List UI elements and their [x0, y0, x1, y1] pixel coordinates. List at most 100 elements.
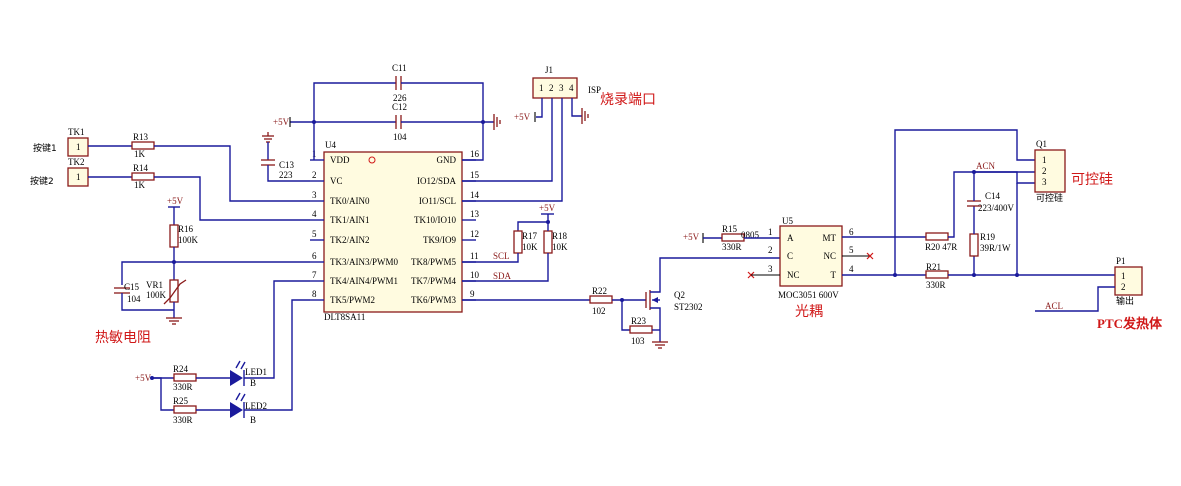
j1-pin-3: 3	[559, 83, 564, 93]
r15-package: 0805	[741, 230, 760, 240]
r14-ref: R14	[133, 163, 149, 173]
p1-pin-numbers: 12	[1121, 271, 1126, 292]
key2-label: 按键2	[30, 175, 54, 187]
u5-pin-1-name: A	[787, 233, 794, 243]
c13-value: 223	[279, 170, 293, 180]
u4-pin-3-number: 3	[312, 190, 317, 200]
r25-value: 330R	[173, 415, 193, 425]
q1-pin-3: 3	[1042, 177, 1047, 187]
j1-pin-4: 4	[569, 83, 574, 93]
q1-part: 可控硅	[1036, 192, 1063, 204]
j1-ref: J1	[545, 65, 553, 75]
u4-pin-15-number: 15	[470, 170, 480, 180]
c13-ref: C13	[279, 160, 295, 170]
c12-value: 104	[393, 132, 407, 142]
decoupling-capacitors: +5V C11 226 C12 104 C13 223	[261, 63, 501, 182]
j1-pin-1: 1	[539, 83, 544, 93]
j1-vcc-label: +5V	[514, 112, 531, 122]
led2-ref: LED2	[245, 401, 267, 411]
u4-pin-5-name: TK2/AIN2	[330, 235, 370, 245]
u4-pin-4-number: 4	[312, 209, 317, 219]
r23-ref: R23	[631, 316, 647, 326]
r16-ref: R16	[178, 224, 194, 234]
scl-net-label: SCL	[493, 251, 510, 261]
thermistor-circuit: +5V R16 100K VR1 100K C15 104 热敏电阻	[95, 196, 310, 346]
r24-ref: R24	[173, 364, 189, 374]
u4-pin-10-number: 10	[470, 270, 480, 280]
led1-color: B	[250, 378, 256, 388]
c15-value: 104	[127, 294, 141, 304]
led1-ref: LED1	[245, 367, 267, 377]
u4-pin-8-name: TK5/PWM2	[330, 295, 375, 305]
led-vcc-label: +5V	[135, 373, 152, 383]
r17-value: 10K	[522, 242, 538, 252]
r16-vcc-label: +5V	[167, 196, 184, 206]
r14-value: 1K	[134, 180, 146, 190]
r25-ref: R25	[173, 396, 189, 406]
acn-net-label: ACN	[976, 161, 996, 171]
u5-part: MOC3051 600V	[778, 290, 839, 300]
u5-pin-1-number: 1	[768, 227, 773, 237]
r17-ref: R17	[522, 231, 538, 241]
r20-label: R20 47R	[925, 242, 957, 252]
mcu-u4: U4 DLT8SA11 1VDD2VC3TK0/AIN04TK1/AIN15TK…	[310, 140, 480, 322]
u4-pin-14-name: IO11/SCL	[419, 196, 456, 206]
u5-pin-4-number: 4	[849, 264, 854, 274]
sda-net-label: SDA	[493, 271, 512, 281]
tk1-ref: TK1	[68, 127, 85, 137]
p1-pin-1: 1	[1121, 271, 1126, 281]
p1-part: 输出	[1116, 295, 1134, 307]
optocoupler-u5: +5V R15 0805 330R U5 MOC3051 600V 光耦 1A2…	[683, 216, 874, 320]
u5-pin-3-number: 3	[768, 264, 773, 274]
acl-net-label: ACL	[1045, 301, 1063, 311]
u4-pin-16-name: GND	[437, 155, 457, 165]
r22-value: 102	[592, 306, 606, 316]
p1-ref: P1	[1116, 256, 1126, 266]
u4-pin-11-number: 11	[470, 251, 479, 261]
resistor-r14: R14 1K	[88, 163, 310, 221]
u5-pin-5-number: 5	[849, 245, 854, 255]
r16-value: 100K	[178, 235, 199, 245]
r13-value: 1K	[134, 149, 146, 159]
u4-pin-10-name: TK7/PWM4	[411, 276, 457, 286]
r18-ref: R18	[552, 231, 568, 241]
r15-ref: R15	[722, 224, 738, 234]
u4-part: DLT8SA11	[324, 312, 365, 322]
c12-ref: C12	[392, 102, 407, 112]
isp-note: 烧录端口	[600, 92, 656, 108]
u4-pin-12-name: TK9/IO9	[423, 235, 456, 245]
u4-pin-13-number: 13	[470, 209, 480, 219]
u4-pin-8-number: 8	[312, 289, 317, 299]
q1-pin-1: 1	[1042, 155, 1047, 165]
u4-pin-11-name: TK8/PWM5	[411, 257, 457, 267]
r18-value: 10K	[552, 242, 568, 252]
r24-value: 330R	[173, 382, 193, 392]
c11-ref: C11	[392, 63, 407, 73]
u4-ref: U4	[325, 140, 336, 150]
c11-value: 226	[393, 93, 407, 103]
u4-pin-7-number: 7	[312, 270, 317, 280]
u4-pin-7-name: TK4/AIN4/PWM1	[330, 276, 398, 286]
u5-pin-2-number: 2	[768, 245, 773, 255]
u4-pin-2-number: 2	[312, 170, 317, 180]
i2c-pullups: +5V R17 10K R18 10K SCL SDA	[462, 203, 568, 282]
q1-ref: Q1	[1036, 139, 1047, 149]
key1-label: 按键1	[33, 142, 57, 154]
resistor-r13: R13 1K	[88, 132, 310, 202]
key2-connector: 1 TK2 按键2	[30, 157, 89, 187]
u5-pin-5-name: NC	[823, 251, 836, 261]
r19-ref: R19	[980, 232, 996, 242]
tk2-pin-label: 1	[76, 172, 81, 182]
u5-ref: U5	[782, 216, 793, 226]
u4-pin-14-number: 14	[470, 190, 480, 200]
q2-part: ST2302	[674, 302, 703, 312]
u4-pin-16-number: 16	[470, 149, 480, 159]
u4-pin-1-name: VDD	[330, 155, 350, 165]
opto-vcc-label: +5V	[683, 232, 700, 242]
u4-pin-3-name: TK0/AIN0	[330, 196, 370, 206]
q1-pin-numbers: 123	[1042, 155, 1047, 187]
